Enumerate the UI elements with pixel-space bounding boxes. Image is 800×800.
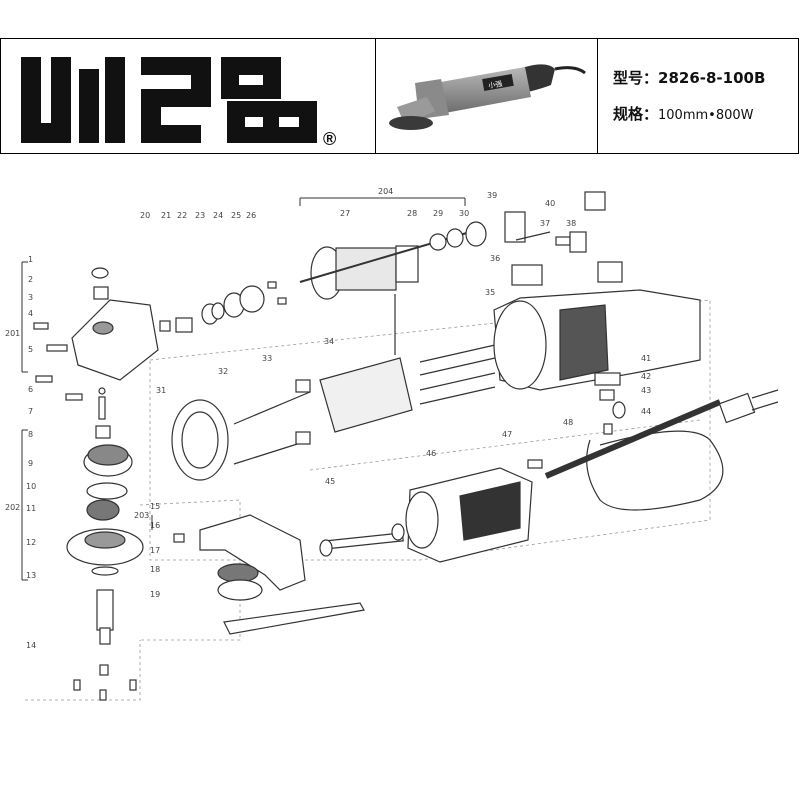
armature	[299, 221, 487, 300]
header-frame: ® 小强 型号：2826-8-100B 规格：100mm•800W	[0, 38, 799, 154]
bracket-lines	[21, 197, 466, 581]
part-label: 44	[641, 407, 651, 416]
part-label: 27	[340, 209, 350, 218]
part-label: 31	[156, 386, 166, 395]
part-label: 45	[325, 477, 335, 486]
part-label: 30	[459, 209, 469, 218]
part-label: 25	[231, 211, 241, 220]
handle-badge	[482, 73, 514, 91]
part-label: 16	[150, 521, 160, 530]
part-label: 11	[26, 504, 36, 513]
part-number-labels: 1 2 3 4 5 6 7 8 9 10 11 12 13 14 15 16 1…	[5, 187, 651, 650]
guard-and-flanges	[173, 514, 365, 635]
brand-cell: ®	[1, 39, 376, 153]
part-label: 3	[28, 293, 33, 302]
part-label: 28	[407, 209, 417, 218]
part-label: 9	[28, 459, 33, 468]
product-photo: 小强	[375, 39, 598, 153]
part-label: 39	[487, 191, 497, 200]
part-label: 12	[26, 538, 36, 547]
group-label: 203	[134, 511, 149, 520]
part-label: 2	[28, 275, 33, 284]
part-label: 1	[28, 255, 33, 264]
part-label: 21	[161, 211, 171, 220]
part-label: 43	[641, 386, 651, 395]
part-label: 35	[485, 288, 495, 297]
logo-glyphs	[21, 57, 317, 143]
part-label: 33	[262, 354, 272, 363]
group-label: 204	[378, 187, 393, 196]
exploded-view-diagram: 1 2 3 4 5 6 7 8 9 10 11 12 13 14 15 16 1…	[5, 187, 779, 701]
spec-label: 规格：	[613, 105, 659, 123]
part-label: 42	[641, 372, 651, 381]
spec-value: 100mm•800W	[658, 108, 754, 123]
motor-body	[435, 67, 531, 113]
handle-parts	[319, 389, 779, 563]
part-label: 46	[426, 449, 436, 458]
part-label: 41	[641, 354, 651, 363]
power-cord	[554, 66, 586, 75]
part-label: 36	[490, 254, 500, 263]
part-label: 15	[150, 502, 160, 511]
group-label: 202	[5, 503, 20, 512]
housing	[493, 191, 701, 435]
gear-train-parts	[159, 281, 287, 333]
group-label: 201	[5, 329, 20, 338]
part-label: 19	[150, 590, 160, 599]
part-label: 17	[150, 546, 160, 555]
part-label: 14	[26, 641, 36, 650]
part-label: 4	[28, 309, 33, 318]
part-label: 40	[545, 199, 555, 208]
grinding-disc	[389, 116, 433, 130]
brand-logo: ®	[21, 57, 336, 149]
stator-and-rods	[171, 294, 496, 481]
model-value: 2826-8-100B	[658, 69, 766, 87]
registered-mark: ®	[323, 129, 336, 149]
model-line: 型号：2826-8-100B	[613, 67, 765, 88]
spec-cell: 型号：2826-8-100B 规格：100mm•800W	[597, 39, 800, 153]
angle-grinder-photo: 小强	[389, 64, 586, 130]
part-label: 6	[28, 385, 33, 394]
part-label: 8	[28, 430, 33, 439]
handle-badge-text: 小强	[488, 79, 503, 90]
left-column-parts	[33, 267, 159, 701]
part-label: 22	[177, 211, 187, 220]
part-label: 5	[28, 345, 33, 354]
part-label: 24	[213, 211, 223, 220]
part-label: 32	[218, 367, 228, 376]
part-label: 34	[324, 337, 334, 346]
part-label: 48	[563, 418, 573, 427]
spec-line: 规格：100mm•800W	[613, 103, 754, 124]
part-label: 13	[26, 571, 36, 580]
part-label: 38	[566, 219, 576, 228]
model-label: 型号：	[613, 69, 659, 87]
part-label: 26	[246, 211, 256, 220]
part-label: 20	[140, 211, 150, 220]
part-label: 29	[433, 209, 443, 218]
part-label: 18	[150, 565, 160, 574]
part-label: 10	[26, 482, 36, 491]
part-label: 23	[195, 211, 205, 220]
part-label: 47	[502, 430, 512, 439]
part-label: 37	[540, 219, 550, 228]
part-label: 7	[28, 407, 33, 416]
